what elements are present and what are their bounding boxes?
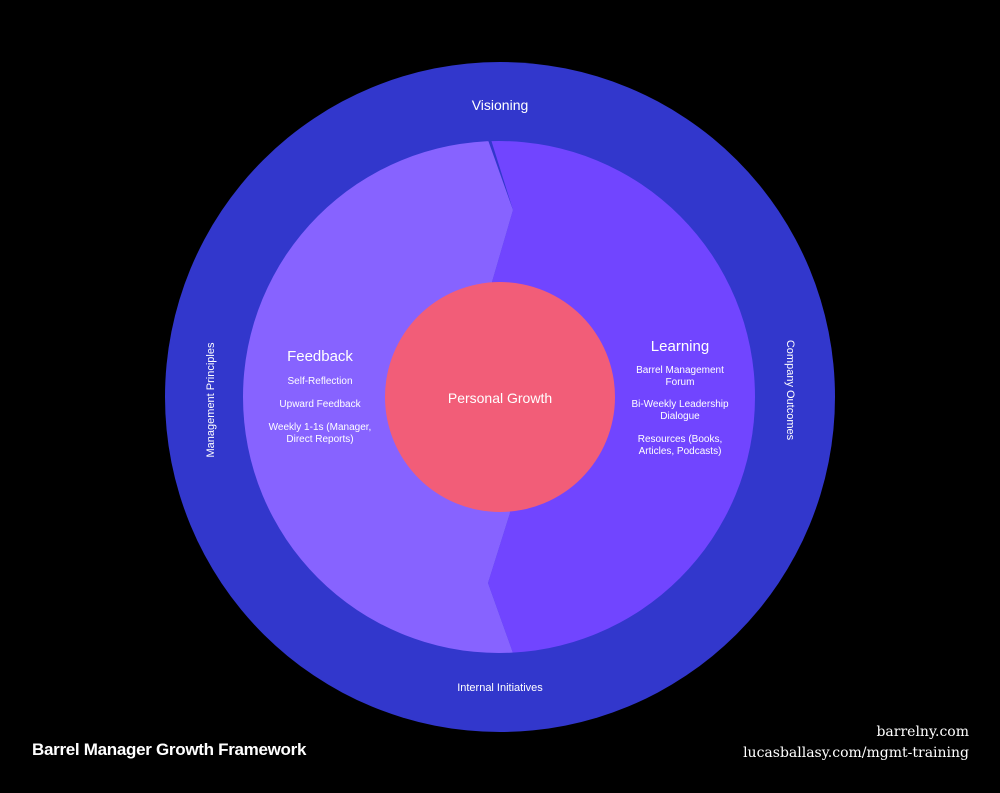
learning-item: Resources (Books, Articles, Podcasts)	[637, 434, 723, 457]
footer-links: barrelny.com lucasballasy.com/mgmt-train…	[743, 722, 969, 764]
framework-title: Barrel Manager Growth Framework	[32, 740, 307, 759]
learning-title: Learning	[650, 338, 710, 355]
ring-label-internal-initiatives: Internal Initiatives	[457, 682, 543, 694]
ring-label-management-principles: Management Principles	[205, 342, 217, 458]
link-barrelny[interactable]: barrelny.com	[876, 724, 969, 740]
link-lucasballasy[interactable]: lucasballasy.com/mgmt-training	[743, 745, 969, 761]
feedback-item: Self-Reflection	[287, 376, 353, 387]
ring-label-company-outcomes: Company Outcomes	[784, 339, 796, 441]
feedback-item: Upward Feedback	[279, 399, 361, 410]
ring-label-visioning: Visioning	[471, 97, 529, 113]
feedback-title: Feedback	[287, 348, 353, 365]
learning-item: Bi-Weekly Leadership Dialogue	[631, 399, 729, 422]
personal-growth-core	[385, 282, 615, 512]
learning-item: Barrel Management Forum	[636, 365, 724, 388]
core-label: Personal Growth	[447, 390, 553, 406]
feedback-item: Weekly 1-1s (Manager, Direct Reports)	[268, 422, 372, 445]
